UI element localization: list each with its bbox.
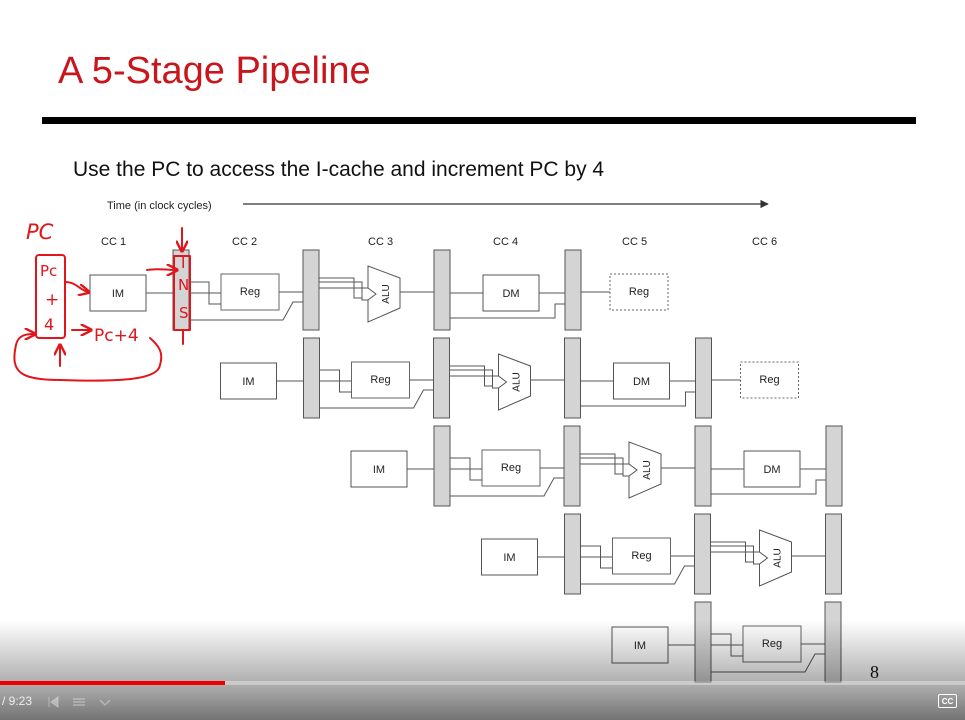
im-box [220,362,277,400]
time-axis-label: Time (in clock cycles) [107,200,212,212]
pipeline-row: IM Reg ALU [481,513,842,595]
im-label: IM [373,464,385,476]
pipeline-register [825,513,842,595]
alu-wide-arrow [443,365,493,387]
feedback-loop [13,334,163,382]
pipeline-register [564,513,581,595]
handwritten-annotations: PC Pc + 4 Pc+4 I N S [13,220,191,382]
ins-box [173,255,191,331]
player-gradient [0,620,965,720]
alu-wide-arrow [313,277,362,299]
alu-wide-arrow [704,541,754,563]
pc-plus-4-annotation: Pc+4 [94,326,139,346]
alu-label: ALU [512,372,523,391]
slide-title: A 5-Stage Pipeline [58,50,371,92]
reg-box [740,361,799,399]
pipeline-register [695,337,712,419]
pc-box-text: Pc [40,262,57,280]
alu-wire [313,281,368,301]
alu-label: ALU [773,548,784,567]
im-label: IM [242,376,254,388]
chevron-down-icon[interactable] [98,696,112,708]
reg-box [609,273,669,311]
pipeline-register [563,425,581,507]
pipeline-register [694,513,711,595]
cc-label: CC 5 [622,236,647,248]
pipeline-register [433,337,450,419]
progress-fill [0,681,225,685]
dm-box [613,362,670,400]
time-display: / 9:23 [2,694,33,708]
alu-label: ALU [381,284,392,303]
pipeline-row: IM Reg ALU DM [350,425,843,507]
alu-label: ALU [642,460,653,479]
im-box [350,450,408,488]
reg-label: Reg [759,374,779,386]
cc-label: CC 6 [752,236,777,248]
im-label: IM [503,552,515,564]
reg-wire [574,545,613,569]
reg-label: Reg [631,550,651,562]
im-to-ins-arrow [146,269,176,270]
pc-box-text: 4 [44,315,54,334]
dm-label: DM [633,376,650,388]
ins-letter: I [181,254,185,272]
reg-wire [313,369,352,393]
pc-to-im-arrow [64,281,88,292]
reg-wire [183,281,221,305]
alu-wire [704,545,760,565]
cc-label: CC 4 [493,236,518,248]
reg-label: Reg [501,462,521,474]
reg-box [481,449,541,487]
pipeline-row: IM Reg ALU DM Reg [89,249,669,331]
pipeline-row: IM Reg ALU DM Reg [220,337,799,419]
ins-letter: N [178,276,189,294]
im-label: IM [112,288,124,300]
alu-wire [574,457,629,477]
alu-wire [443,369,499,389]
ins-letter: S [179,304,189,322]
title-rule [42,117,916,124]
alu-shape [498,353,531,411]
pc-box-text: + [45,290,59,310]
pipeline-register [564,337,581,419]
dm-label: DM [763,464,780,476]
im-box [89,274,147,312]
pipeline-register [302,249,320,331]
slide-subtitle: Use the PC to access the I-cache and inc… [73,158,605,181]
pipeline-register [564,249,582,331]
cc-label: CC 2 [232,236,257,248]
dm-label: DM [502,288,519,300]
menu-icon[interactable] [72,696,86,708]
reg-box [612,537,671,575]
cc-label: CC 3 [368,236,393,248]
pc-annotation: PC [26,220,54,244]
alu-shape [367,265,401,323]
pipeline-register [694,425,712,507]
reg-box [220,273,280,311]
im-box [481,538,538,576]
pipeline-register [825,425,843,507]
cc-label: CC 1 [101,236,126,248]
reg-label: Reg [370,374,390,386]
reg-label: Reg [240,286,260,298]
alu-shape [759,529,792,587]
pc-adder-box [35,254,66,339]
reg-label: Reg [629,286,649,298]
dm-box [743,450,801,488]
dm-box [482,274,540,312]
reg-wire [444,457,482,481]
pipeline-register [433,249,451,331]
previous-icon[interactable] [46,696,60,708]
captions-button[interactable]: CC [938,694,957,708]
progress-bar[interactable] [0,681,965,685]
pipeline-register [303,337,320,419]
alu-shape [628,441,662,499]
alu-wide-arrow [574,453,623,475]
pipeline-register [433,425,451,507]
